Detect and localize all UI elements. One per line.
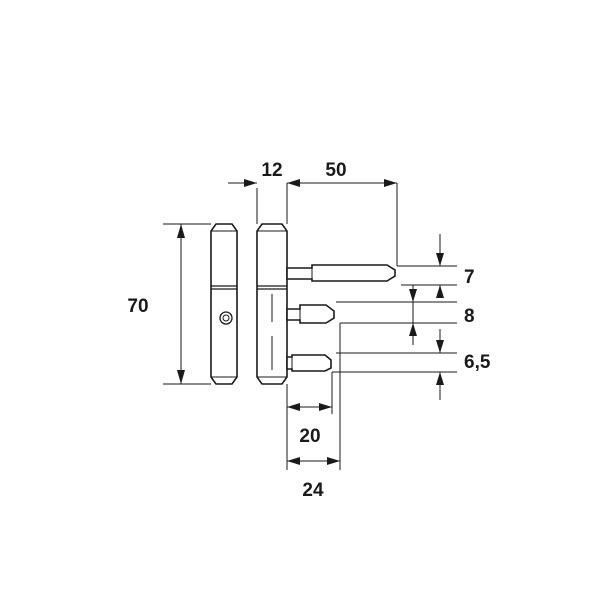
label-12: 12 bbox=[261, 160, 282, 181]
label-20: 20 bbox=[299, 426, 320, 447]
label-8: 8 bbox=[464, 306, 475, 327]
screw-hole-icon bbox=[219, 311, 233, 325]
pin-bottom bbox=[286, 354, 332, 372]
pin-middle bbox=[286, 304, 335, 324]
dimension-pin-gap-8: 8 bbox=[336, 285, 475, 345]
label-24: 24 bbox=[302, 480, 324, 501]
dimension-pin-gap-6-5: 6,5 bbox=[332, 329, 491, 400]
label-6-5: 6,5 bbox=[464, 352, 491, 373]
label-7: 7 bbox=[464, 267, 475, 288]
dimension-pin-depth-20: 20 bbox=[286, 372, 333, 470]
label-50: 50 bbox=[325, 160, 346, 181]
pin-top bbox=[286, 264, 396, 282]
hinge-leaf-front bbox=[210, 223, 238, 385]
hinge-leaf-side bbox=[256, 223, 288, 385]
dimension-length-50: 50 bbox=[287, 160, 398, 266]
dimension-pin-depth-24: 24 bbox=[287, 323, 341, 501]
dimension-height-70: 70 bbox=[127, 223, 211, 385]
dimension-width-12: 12 bbox=[228, 160, 300, 224]
label-70: 70 bbox=[127, 296, 148, 317]
dimension-pin-gap-7: 7 bbox=[397, 234, 475, 298]
